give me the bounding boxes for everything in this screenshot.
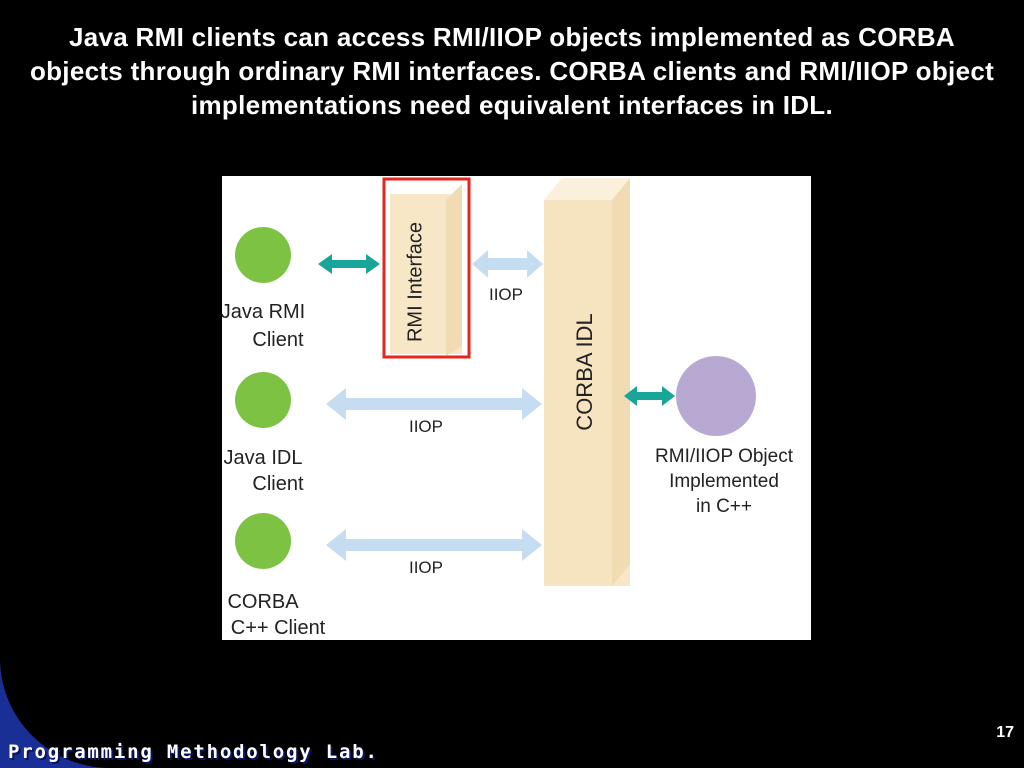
object-arrow [624,386,675,406]
corba-cpp-client-label-line1: CORBA [227,591,299,613]
rmi-iiop-object-circle [676,356,756,436]
java-rmi-client-label-line2: Client [252,329,304,351]
iiop-arrow-corba-client [326,529,542,561]
rmi-client-arrow [318,254,380,274]
iiop-label-corba-client: IIOP [409,558,443,577]
page-number: 17 [996,724,1014,741]
corba-cpp-client-label-line2: C++ Client [231,617,326,639]
footer-lab-name: Programming Methodology Lab. [8,741,379,763]
iiop-label-interface: IIOP [489,285,523,304]
corba-idl-pillar-face [544,200,612,586]
slide-title: Java RMI clients can access RMI/IIOP obj… [29,22,995,120]
iiop-label-java-idl: IIOP [409,417,443,436]
corba-cpp-client-circle [235,513,291,569]
corba-idl-pillar-top [544,178,630,200]
object-label-line2: Implemented [669,471,779,492]
java-rmi-client-circle [235,227,291,283]
iiop-arrow-interface [472,250,543,278]
diagram-figure: CORBA IDL RMI Interface IIOP IIOP [222,176,811,640]
corba-idl-label: CORBA IDL [572,313,597,430]
java-idl-client-label-line2: Client [252,473,304,495]
iiop-arrow-java-idl [326,388,542,420]
java-idl-client-label-line1: Java IDL [224,447,303,469]
rmi-interface-block-front [390,194,462,354]
rmi-interface-label: RMI Interface [404,222,426,342]
object-label-line3: in C++ [696,496,752,517]
java-idl-client-circle [235,372,291,428]
object-label-line1: RMI/IIOP Object [655,446,794,467]
java-rmi-client-label-line1: Java RMI [222,301,305,323]
diagram-svg: CORBA IDL RMI Interface IIOP IIOP [222,177,794,639]
rmi-interface-block-side [446,184,462,356]
corba-idl-pillar-side [612,178,630,586]
rmi-interface-highlight-box [382,177,471,359]
